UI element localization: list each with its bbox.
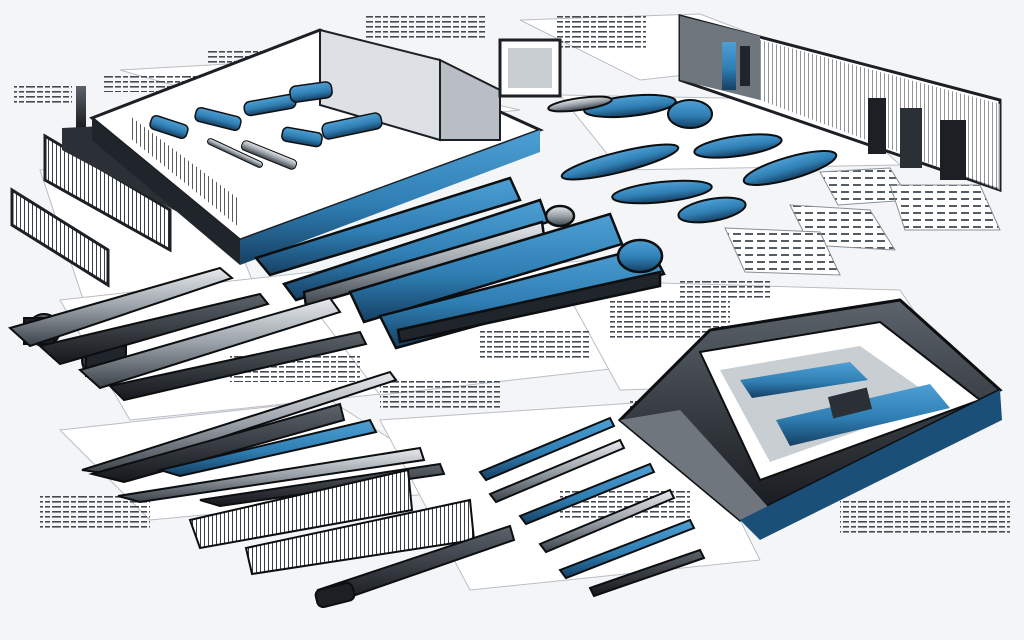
tool-cluster-right — [547, 93, 838, 224]
blades-lower-left — [81, 370, 516, 609]
data-tables — [724, 167, 1001, 276]
motor-assemblies-left — [7, 266, 368, 402]
slim-tools-bottom — [478, 416, 706, 598]
storefront-right — [498, 14, 1002, 193]
display-stand — [89, 28, 544, 265]
blue-rails-center — [253, 176, 666, 350]
monitor-enclosure — [617, 298, 1003, 540]
